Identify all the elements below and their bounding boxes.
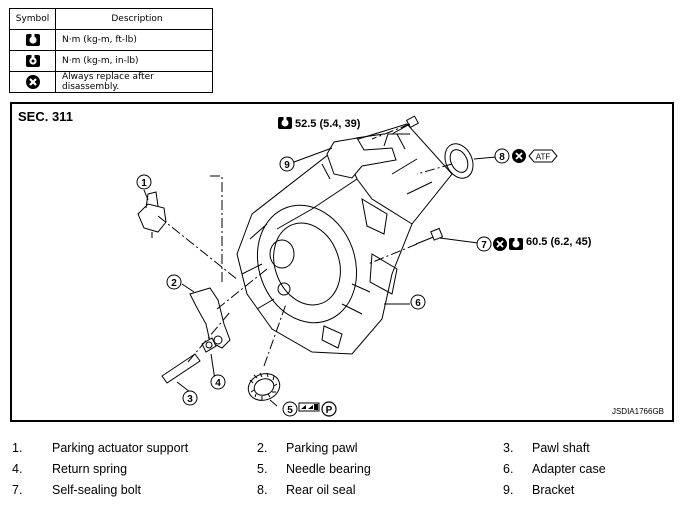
- callout-2: [166, 274, 182, 290]
- adapter-case-drawing: [236, 123, 453, 355]
- callout-7: [476, 236, 492, 252]
- callout-8: [494, 148, 510, 164]
- legend-number: 8.: [257, 483, 268, 497]
- legend-number: 6.: [503, 462, 514, 476]
- torque-value-bracket: 52.5 (5.4, 39): [295, 118, 361, 130]
- legend-text: Parking pawl: [286, 441, 358, 455]
- legend-number: 7.: [12, 483, 23, 497]
- legend-number: 1.: [12, 441, 23, 455]
- callout-1-label: 1: [141, 178, 147, 189]
- callout-9-label: 9: [284, 160, 290, 171]
- legend-text: Needle bearing: [286, 462, 371, 476]
- pawl-shaft-drawing: [161, 353, 201, 384]
- torque-in-lb-icon: [25, 55, 40, 67]
- parking-pawl-drawing: [189, 287, 231, 349]
- petroleum-jelly-icon: P: [321, 401, 337, 417]
- symbol-table: Symbol Description N·m (kg-m, ft-lb) N·m…: [9, 8, 213, 93]
- legend-text: Pawl shaft: [532, 441, 590, 455]
- callout-4-label: 4: [215, 378, 221, 389]
- return-spring-drawing: [201, 337, 217, 353]
- callout-7-label: 7: [481, 240, 487, 251]
- bracket-drawing: [326, 137, 397, 179]
- torque-value-bolt: 60.5 (6.2, 45): [526, 236, 592, 248]
- callout-3-label: 3: [187, 394, 193, 405]
- callout-5-label: 5: [287, 405, 293, 416]
- replace-icon-seal: [512, 149, 526, 163]
- legend-text: Rear oil seal: [286, 483, 356, 497]
- section-label: SEC. 311: [18, 109, 73, 124]
- callout-6-label: 6: [415, 298, 421, 309]
- callout-2-label: 2: [171, 278, 177, 289]
- torque-in-lb-description: N·m (kg-m, in-lb): [55, 50, 213, 72]
- atf-icon: ATF: [528, 149, 558, 163]
- needle-bearing-drawing: [247, 372, 281, 401]
- description-header: Description: [55, 8, 213, 30]
- rear-oil-seal-drawing: [444, 143, 474, 179]
- callout-1: [136, 174, 152, 190]
- callout-8-label: 8: [499, 152, 505, 163]
- legend-text: Bracket: [532, 483, 575, 497]
- legend-text: Self-sealing bolt: [52, 483, 141, 497]
- torque-ft-lb-description: N·m (kg-m, ft-lb): [55, 29, 213, 51]
- legend-number: 3.: [503, 441, 514, 455]
- parking-actuator-support-drawing: [137, 191, 167, 238]
- legend-text: Adapter case: [532, 462, 606, 476]
- exploded-view-figure: SEC. 311: [10, 102, 674, 422]
- atf-label: ATF: [536, 153, 551, 162]
- torque-ft-lb-icon: [25, 34, 40, 46]
- self-sealing-bolt-drawing: [415, 227, 444, 245]
- torque-icon-bracket: [278, 117, 292, 129]
- callout-6: [410, 294, 426, 310]
- legend-text: Return spring: [52, 462, 128, 476]
- callout-5: [282, 401, 298, 417]
- p-label: P: [326, 405, 333, 416]
- symbol-header: Symbol: [9, 8, 56, 30]
- torque-icon-bolt: [509, 238, 523, 250]
- legend-number: 5.: [257, 462, 268, 476]
- grease-icon: [298, 402, 320, 412]
- replace-icon-bolt: [493, 237, 507, 251]
- legend-text: Parking actuator support: [52, 441, 189, 455]
- legend-number: 2.: [257, 441, 268, 455]
- callout-3: [182, 390, 198, 406]
- replace-description: Always replace after disassembly.: [55, 71, 213, 93]
- callout-4: [210, 374, 226, 390]
- legend-number: 4.: [12, 462, 23, 476]
- exploded-view-drawing: 1 2 3 4 5 6 7 8 9 ATF: [136, 115, 558, 417]
- figure-code: JSDIA1766GB: [611, 407, 664, 416]
- replace-icon: [25, 75, 40, 89]
- callout-9: [279, 156, 295, 172]
- legend-number: 9.: [503, 483, 514, 497]
